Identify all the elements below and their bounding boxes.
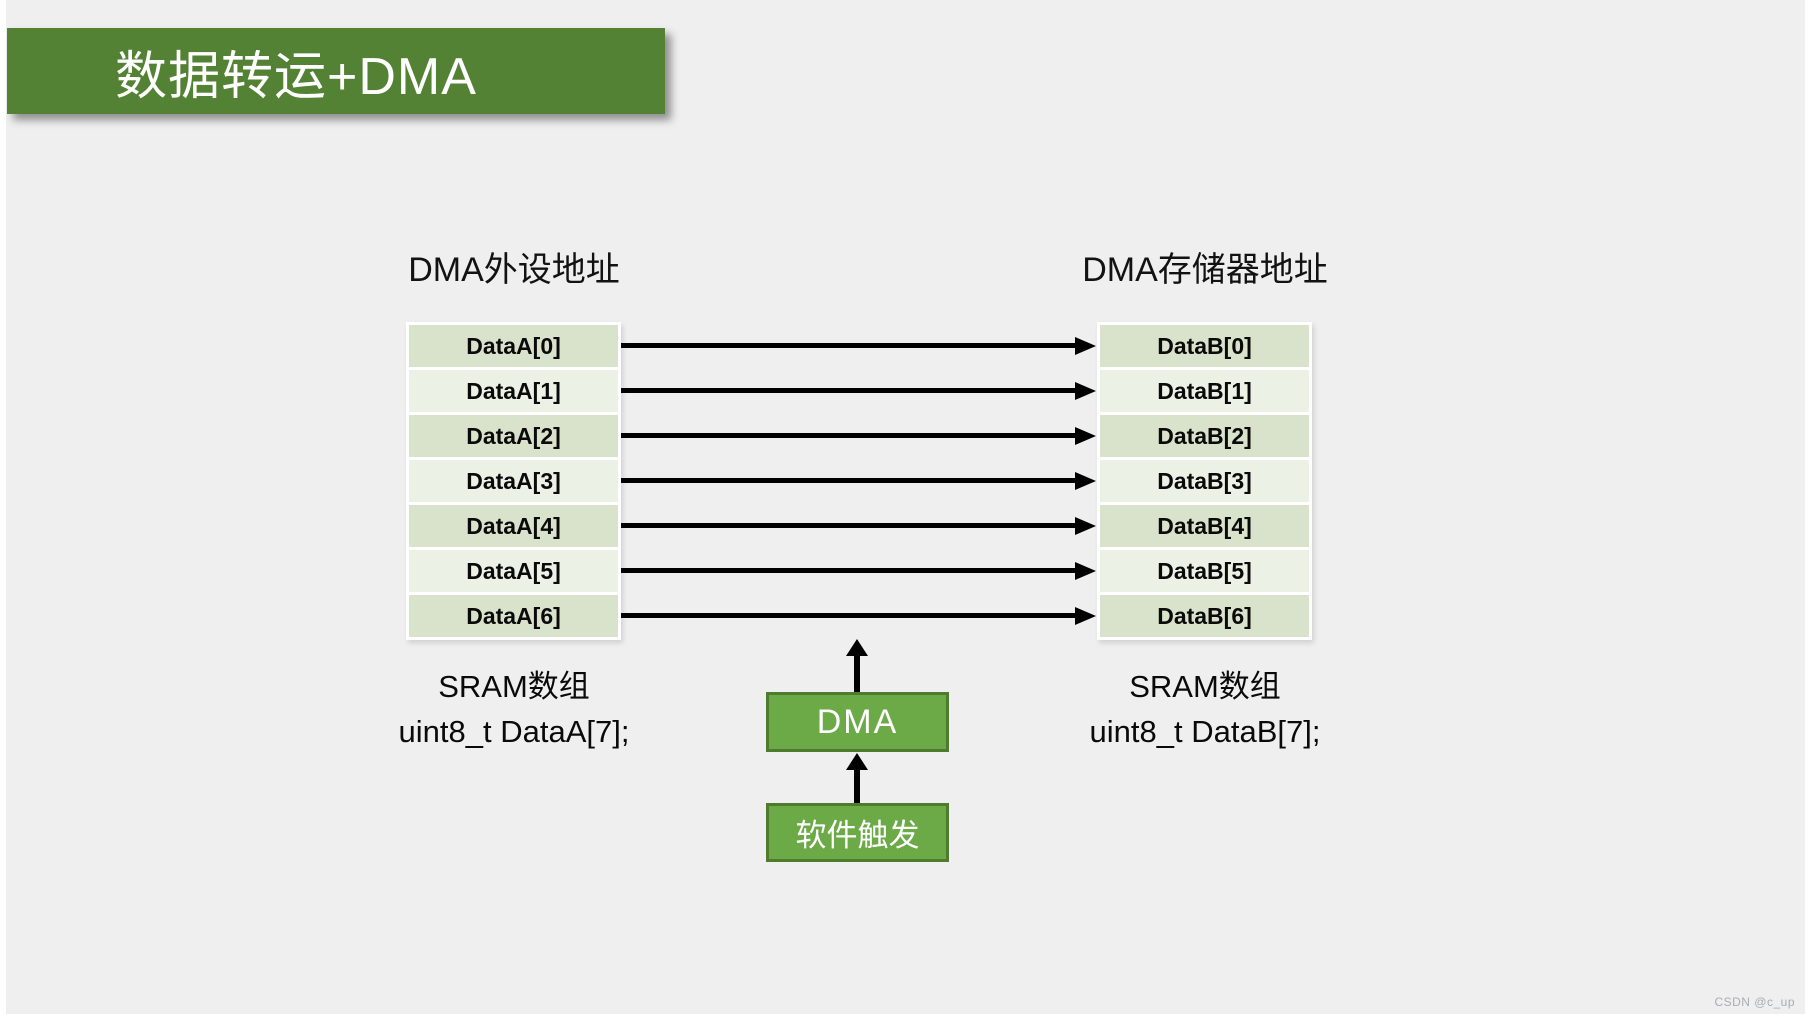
table-cell-dataA-2: DataA[2] [409, 415, 618, 457]
table-cell-dataB-0: DataB[0] [1100, 325, 1309, 367]
arrowhead-up-icon [846, 753, 868, 770]
title-banner: 数据转运+DMA [7, 28, 665, 114]
table-cell-dataB-1: DataB[1] [1100, 370, 1309, 412]
arrow-shaft [621, 568, 1080, 573]
transfer-arrow-3 [621, 472, 1096, 490]
right-sram-caption-line2: uint8_t DataB[7]; [1089, 714, 1321, 749]
left-sram-caption: SRAM数组 uint8_t DataA[7]; [304, 664, 724, 754]
left-sram-caption-line1: SRAM数组 [438, 669, 590, 704]
table-cell-dataA-5: DataA[5] [409, 550, 618, 592]
arrowhead-right-icon [1075, 472, 1096, 490]
table-cell-dataA-1: DataA[1] [409, 370, 618, 412]
transfer-arrow-4 [621, 517, 1096, 535]
arrowhead-right-icon [1075, 427, 1096, 445]
left-sram-caption-line2: uint8_t DataA[7]; [398, 714, 630, 749]
left-column-header: DMA外设地址 [408, 251, 620, 289]
table-cell-dataA-0: DataA[0] [409, 325, 618, 367]
table-cell-dataA-4: DataA[4] [409, 505, 618, 547]
dma-to-transfer-arrow [846, 639, 868, 692]
table-cell-dataB-4: DataB[4] [1100, 505, 1309, 547]
table-cell-dataB-3: DataB[3] [1100, 460, 1309, 502]
arrowhead-right-icon [1075, 562, 1096, 580]
table-cell-dataB-5: DataB[5] [1100, 550, 1309, 592]
arrowhead-right-icon [1075, 382, 1096, 400]
trigger-to-dma-arrow [846, 753, 868, 803]
software-trigger-box: 软件触发 [766, 803, 949, 862]
table-cell-dataA-3: DataA[3] [409, 460, 618, 502]
transfer-arrow-6 [621, 607, 1096, 625]
table-cell-dataB-6: DataB[6] [1100, 595, 1309, 637]
page-title: 数据转运+DMA [115, 47, 477, 106]
transfer-arrow-1 [621, 382, 1096, 400]
arrow-shaft [621, 478, 1080, 483]
table-cell-dataA-6: DataA[6] [409, 595, 618, 637]
arrow-shaft [621, 613, 1080, 618]
arrow-shaft [621, 388, 1080, 393]
dma-box: DMA [766, 692, 949, 752]
right-sram-caption: SRAM数组 uint8_t DataB[7]; [995, 664, 1415, 754]
arrowhead-right-icon [1075, 607, 1096, 625]
dataB-table: DataB[0] DataB[1] DataB[2] DataB[3] Data… [1097, 322, 1312, 640]
transfer-arrow-0 [621, 337, 1096, 355]
transfer-arrow-2 [621, 427, 1096, 445]
arrow-shaft [854, 652, 860, 692]
transfer-arrow-5 [621, 562, 1096, 580]
right-sram-caption-line1: SRAM数组 [1129, 669, 1281, 704]
arrow-shaft [621, 433, 1080, 438]
dataA-table: DataA[0] DataA[1] DataA[2] DataA[3] Data… [406, 322, 621, 640]
arrow-shaft [621, 523, 1080, 528]
arrow-shaft [621, 343, 1080, 348]
right-column-header: DMA存储器地址 [1082, 251, 1328, 289]
software-trigger-label: 软件触发 [795, 818, 920, 853]
arrowhead-right-icon [1075, 517, 1096, 535]
dma-box-label: DMA [816, 702, 899, 741]
arrowhead-up-icon [846, 639, 868, 656]
table-cell-dataB-2: DataB[2] [1100, 415, 1309, 457]
arrowhead-right-icon [1075, 337, 1096, 355]
watermark: CSDN @c_up [1714, 995, 1795, 1009]
arrow-shaft [854, 766, 860, 803]
